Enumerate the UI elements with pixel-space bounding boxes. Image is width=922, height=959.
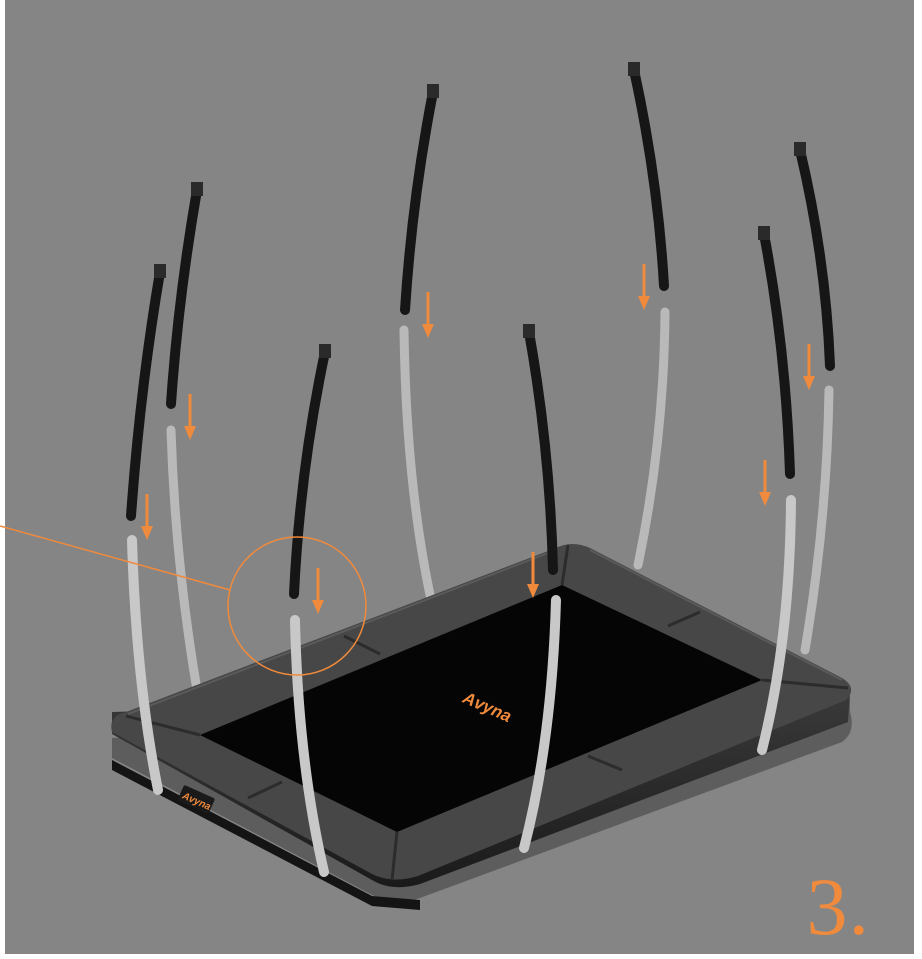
- step-number: 3.: [807, 866, 871, 948]
- right-white-strip: [914, 0, 922, 954]
- left-white-strip: [0, 0, 5, 954]
- pole-cap-4: [427, 84, 439, 98]
- pole-cap-2: [191, 182, 203, 196]
- pole-cap-6: [628, 62, 640, 76]
- pole-cap-7: [758, 226, 770, 240]
- pole-cap-3: [319, 344, 331, 358]
- pole-cap-1: [154, 264, 166, 278]
- pole-cap-5: [523, 324, 535, 338]
- pole-cap-8: [794, 142, 806, 156]
